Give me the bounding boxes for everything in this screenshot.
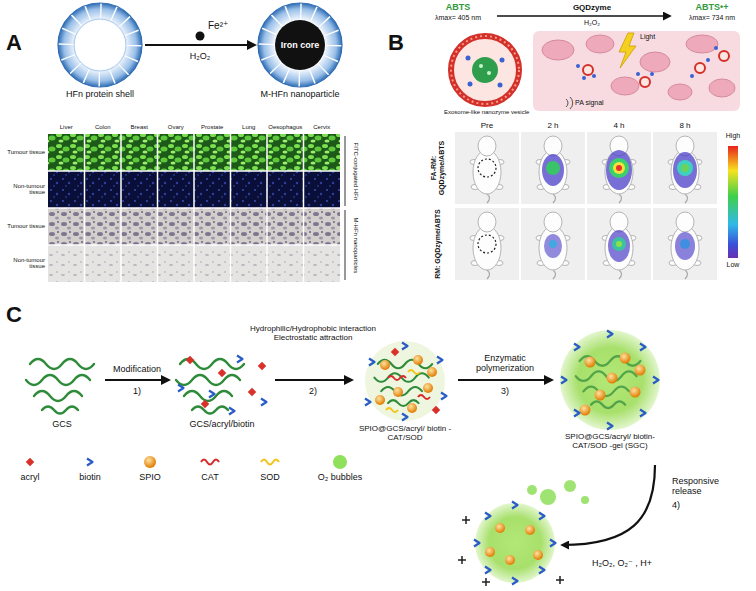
- edge-label: Modification: [102, 364, 172, 374]
- legend-label: SPIO: [120, 472, 180, 482]
- row-label: Tumour tissue: [1, 223, 45, 230]
- node-label: HFn protein shell: [58, 89, 142, 99]
- column-header: Colon: [85, 124, 121, 131]
- group-label: FITC-conjugated HFn: [353, 134, 360, 208]
- node-label: GCS/acryl/biotin: [172, 419, 272, 429]
- legend-label: biotin: [60, 472, 120, 482]
- time-header: Pre: [467, 121, 507, 130]
- tissue-grid: [48, 134, 345, 282]
- polymer-stage: GCS: [22, 345, 102, 429]
- step-label: Responsive release: [672, 476, 748, 497]
- substrate-label: ABTS: [436, 2, 480, 12]
- signal-label: PA signal: [575, 99, 617, 107]
- legend-label: acryl: [0, 472, 60, 482]
- node-label: M-HFn nanoparticle: [258, 89, 342, 99]
- reagent-label: H₂O₂: [572, 19, 612, 27]
- gcs-chain: [26, 359, 94, 414]
- column-header: Breast: [121, 124, 157, 131]
- legend-label: SOD: [240, 472, 300, 482]
- light-label: Light: [640, 33, 666, 41]
- node-label: SPIO@GCS/acryl/ biotin -CAT/SOD: [355, 424, 455, 442]
- group-label: M-HFn nanoparticles: [353, 208, 360, 282]
- row-label: Tumour tissue: [1, 149, 45, 156]
- group-label: FA-RM: GQDzyme/ABTS: [430, 132, 446, 204]
- edge-label: Enzymatic polymerization: [460, 353, 550, 374]
- column-header: Oesophagus: [267, 124, 303, 131]
- legend-label: CAT: [180, 472, 240, 482]
- arrow-connector: [458, 379, 552, 381]
- polymer-stage: GCS/acryl/biotin: [172, 345, 272, 429]
- panel-letter: B: [388, 30, 412, 55]
- step-number: 4): [672, 500, 692, 510]
- enzyme-label: GQDzyme: [560, 3, 624, 12]
- inner-label: Iron core: [258, 40, 342, 50]
- scale-label: High: [719, 132, 747, 140]
- wavelength-label: λmax= 405 nm: [422, 14, 494, 22]
- reagent-label: Fe²⁺: [208, 20, 248, 32]
- column-header: Lung: [231, 124, 267, 131]
- column-header: Cervix: [304, 124, 340, 131]
- panel-letter: A: [6, 30, 30, 55]
- vesicle-label: Exosome-like nanozyme vesicle: [444, 109, 554, 116]
- iron-dot: [196, 32, 205, 41]
- arrow-connector: [145, 44, 255, 46]
- row-label: Non-tumour tissue: [1, 183, 45, 197]
- spio-assembly: [365, 341, 447, 421]
- sgc-gel: [560, 330, 660, 430]
- hfn-shell: [58, 3, 142, 87]
- exosome-vesicle: [451, 36, 519, 104]
- wavelength-label: λmax= 734 nm: [676, 14, 748, 22]
- mouse-images: [455, 132, 717, 280]
- assembly-stage: SPIO@GCS/acryl/ biotin -CAT/SOD: [355, 340, 455, 442]
- product-label: ABTS•+: [687, 2, 737, 12]
- edge-label: Hydrophilic/Hydrophobic interaction Elec…: [249, 324, 377, 342]
- protein-shell-node: HFn protein shell: [58, 3, 142, 99]
- arrow-connector: [105, 379, 169, 381]
- column-header: Prostate: [194, 124, 230, 131]
- node-label: GCS: [22, 419, 102, 429]
- panel-letter: C: [6, 302, 30, 327]
- time-header: 2 h: [533, 121, 573, 130]
- step-number: 1): [127, 386, 147, 396]
- edge-label: H₂O₂: [170, 51, 230, 61]
- time-header: 4 h: [599, 121, 639, 130]
- arrow-connector: [275, 379, 352, 381]
- scale-label: Low: [719, 261, 747, 269]
- node-label: SPIO@GCS/acryl/ biotin-CAT/SOD -gel (SGC…: [555, 432, 665, 450]
- column-header: Liver: [48, 124, 84, 131]
- nanoparticle-node: Iron coreM-HFn nanoparticle: [258, 3, 342, 99]
- gel-stage: SPIO@GCS/acryl/ biotin-CAT/SOD -gel (SGC…: [555, 330, 665, 450]
- step-number: 2): [303, 386, 323, 396]
- step-number: 3): [495, 386, 515, 396]
- column-header: Ovary: [158, 124, 194, 131]
- color-scale-bar: [728, 146, 738, 258]
- released-gel: [458, 480, 589, 586]
- tissue-illustration: [533, 31, 740, 111]
- group-label: RM: GQDzyme/ABTS: [434, 208, 442, 280]
- modified-chain: [176, 356, 267, 415]
- legend-label: O₂ bubbles: [310, 472, 370, 482]
- m-hfn-particle: [258, 3, 342, 87]
- release-arrow: [562, 465, 655, 545]
- legend-symbols: [26, 455, 347, 469]
- reaction-arrow: [497, 15, 670, 17]
- row-label: Non-tumour tissue: [1, 257, 45, 271]
- stimulus-label: H₂O₂, O₂⁻ , H+: [592, 558, 742, 568]
- time-header: 8 h: [665, 121, 705, 130]
